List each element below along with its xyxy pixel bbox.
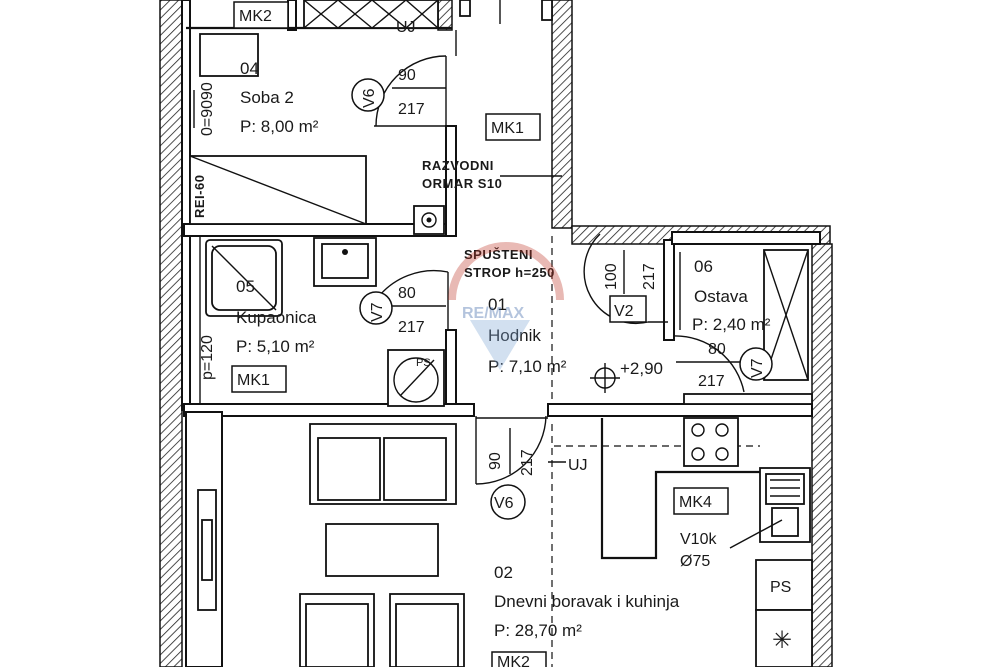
window-soba-sill: 0=90	[199, 100, 216, 136]
note-uj-top: UJ	[396, 19, 416, 36]
room-kupaonica	[199, 236, 445, 407]
window-bath-sill: p=120	[199, 335, 216, 380]
watermark: RE/MAX	[448, 242, 564, 370]
room-labels: 04 Soba 2 P: 8,00 m² 05 Kupaonica P: 5,1…	[236, 59, 771, 640]
room-soba-2-number: 04	[240, 59, 259, 78]
fire-rating-label: REI-60	[192, 175, 207, 218]
room-hodnik-number: 01	[488, 295, 507, 314]
level-mark: +2,90	[620, 359, 663, 378]
door-v2-height: 217	[641, 263, 658, 290]
door-v7-ostava-type: V7	[749, 358, 766, 378]
door-v7-ostava-width: 80	[708, 341, 726, 358]
note-spusteni-line2: STROP h=250	[464, 265, 555, 280]
label-ps-panel: PS	[770, 579, 791, 596]
vent-label: V10k	[680, 531, 717, 548]
note-razvodni-line1: RAZVODNI	[422, 158, 494, 173]
tag-mk4: MK4	[679, 494, 712, 511]
room-soba-2-area: P: 8,00 m²	[240, 117, 319, 136]
door-v2-type: V2	[614, 303, 634, 320]
door-markers: V6 V7 V2 V7 V6	[351, 78, 773, 520]
window-soba-width: 90	[199, 82, 216, 100]
room-kupaonica-number: 05	[236, 277, 255, 296]
room-ostava-number: 06	[694, 257, 713, 276]
door-v6-bottom-width: 90	[487, 452, 504, 470]
room-soba-2-name: Soba 2	[240, 88, 294, 107]
room-ostava-name: Ostava	[694, 287, 748, 306]
room-kupaonica-area: P: 5,10 m²	[236, 337, 315, 356]
tag-mk1-hall: MK1	[491, 120, 524, 137]
room-dnevni-name: Dnevni boravak i kuhinja	[494, 592, 680, 611]
door-v7-bath-height: 217	[398, 319, 425, 336]
tag-mk2-bottom: MK2	[497, 654, 530, 667]
door-v7-ostava-height: 217	[698, 373, 725, 390]
door-v6-top-height: 217	[398, 101, 425, 118]
note-spusteni-line1: SPUŠTENI	[464, 247, 533, 262]
vent-diameter: Ø75	[680, 553, 710, 570]
room-dnevni-boravak	[197, 417, 813, 667]
room-dnevni-area: P: 28,70 m²	[494, 621, 582, 640]
room-hodnik-name: Hodnik	[488, 326, 541, 345]
note-razvodni-line2: ORMAR S10	[422, 176, 502, 191]
room-hodnik-area: P: 7,10 m²	[488, 357, 567, 376]
tag-mk2-top: MK2	[239, 8, 272, 25]
watermark-text: RE/MAX	[462, 305, 525, 322]
room-dnevni-number: 02	[494, 563, 513, 582]
door-dimensions: 90 217 80 217 100 217 80 217 90 217	[392, 67, 740, 476]
window-dimensions: 90 0=90 p=120 REI-60	[192, 82, 216, 380]
door-v7-bath-width: 80	[398, 285, 416, 302]
tag-mk1-bath: MK1	[237, 372, 270, 389]
door-v7-bath-type: V7	[369, 302, 386, 322]
room-ostava-area: P: 2,40 m²	[692, 315, 771, 334]
room-kupaonica-name: Kupaonica	[236, 308, 317, 327]
room-soba-2	[189, 0, 445, 235]
label-ps-small: PS	[416, 357, 431, 369]
door-v6-bottom-type: V6	[494, 495, 514, 512]
star-icon: ✳	[772, 627, 792, 654]
door-v2-width: 100	[603, 263, 620, 290]
door-v6-top-width: 90	[398, 67, 416, 84]
element-tags: MK2 MK1 MK1 MK4 MK2	[231, 1, 729, 667]
door-v6-bottom-height: 217	[519, 449, 536, 476]
room-hodnik	[455, 0, 620, 419]
note-uj-bottom: UJ	[568, 457, 588, 474]
plan-notes: RAZVODNI ORMAR S10 SPUŠTENI STROP h=250 …	[396, 19, 792, 654]
door-v6-top-type: V6	[361, 88, 378, 108]
